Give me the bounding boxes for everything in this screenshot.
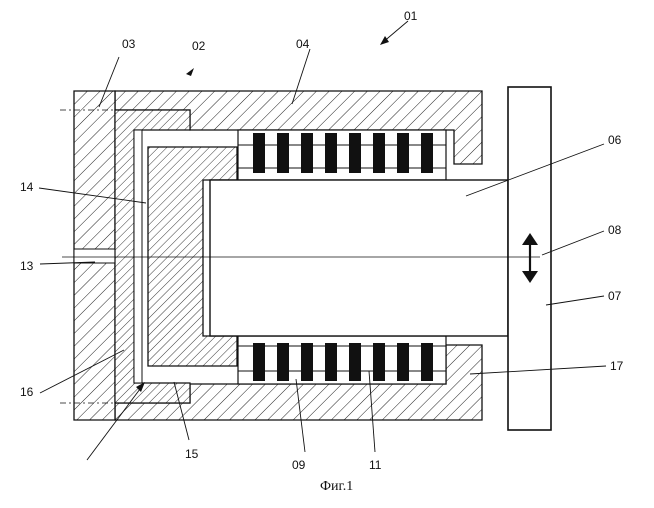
coil-former-bottom [238,336,446,384]
plunger-rod [210,180,508,336]
label-17: 17 [610,359,624,373]
label-03: 03 [122,37,136,51]
label-06: 06 [608,133,622,147]
gap-liner [134,130,142,383]
label-14: 14 [20,180,34,194]
label-07: 07 [608,289,622,303]
coil-former-top [238,130,446,180]
label-09: 09 [292,458,306,472]
arrowhead-02 [186,68,194,76]
label-16: 16 [20,385,34,399]
arrowhead-01 [380,36,389,45]
label-08: 08 [608,223,622,237]
label-15: 15 [185,447,199,461]
label-11: 11 [369,458,382,472]
label-13: 13 [20,259,34,273]
label-01: 01 [404,9,418,23]
label-02: 02 [192,39,206,53]
label-04: 04 [296,37,310,51]
figure-caption: Фиг.1 [320,479,353,494]
